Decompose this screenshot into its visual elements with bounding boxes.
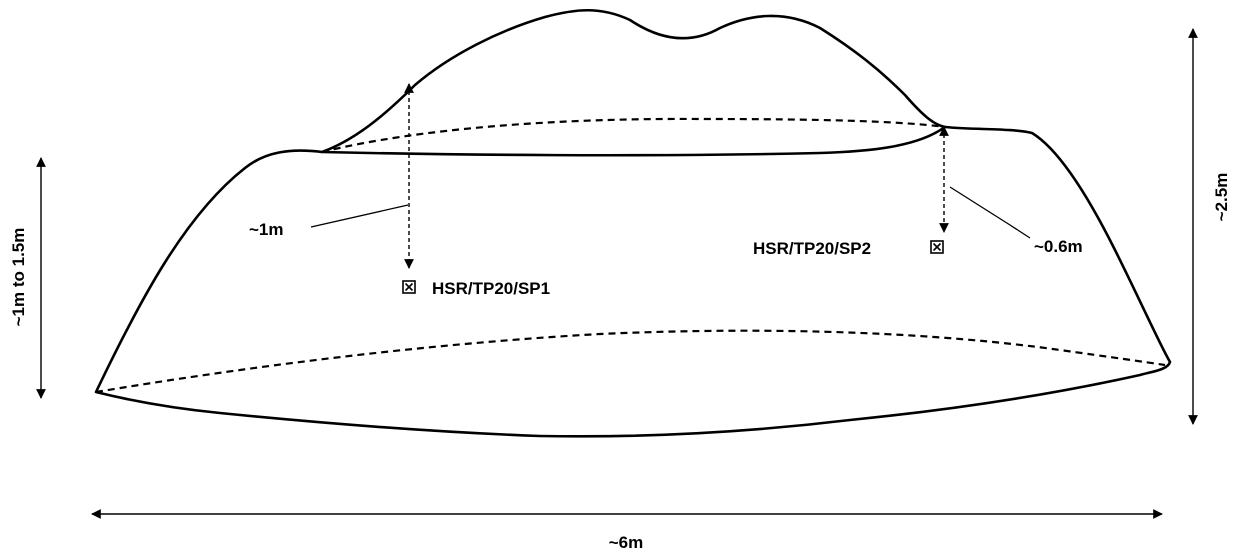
boxed-x-icon <box>930 240 944 254</box>
label-depth-sp1: ~1m <box>249 220 284 239</box>
label-sample-sp2: HSR/TP20/SP2 <box>753 239 871 258</box>
heap-outline <box>94 8 1172 438</box>
label-height-left: ~1m to 1.5m <box>9 228 28 327</box>
base-back-edge <box>95 329 1166 394</box>
label-sample-sp1: HSR/TP20/SP1 <box>432 279 550 298</box>
leader-line-sp2 <box>949 186 1031 239</box>
top-back-edge <box>321 117 946 154</box>
label-height-right: ~2.5m <box>1212 173 1231 222</box>
leader-line-sp1 <box>310 204 409 228</box>
label-width-bottom: ~6m <box>609 533 644 552</box>
label-depth-sp2: ~0.6m <box>1034 237 1083 256</box>
boxed-x-icon <box>402 280 416 294</box>
top-front-edge <box>320 125 947 157</box>
